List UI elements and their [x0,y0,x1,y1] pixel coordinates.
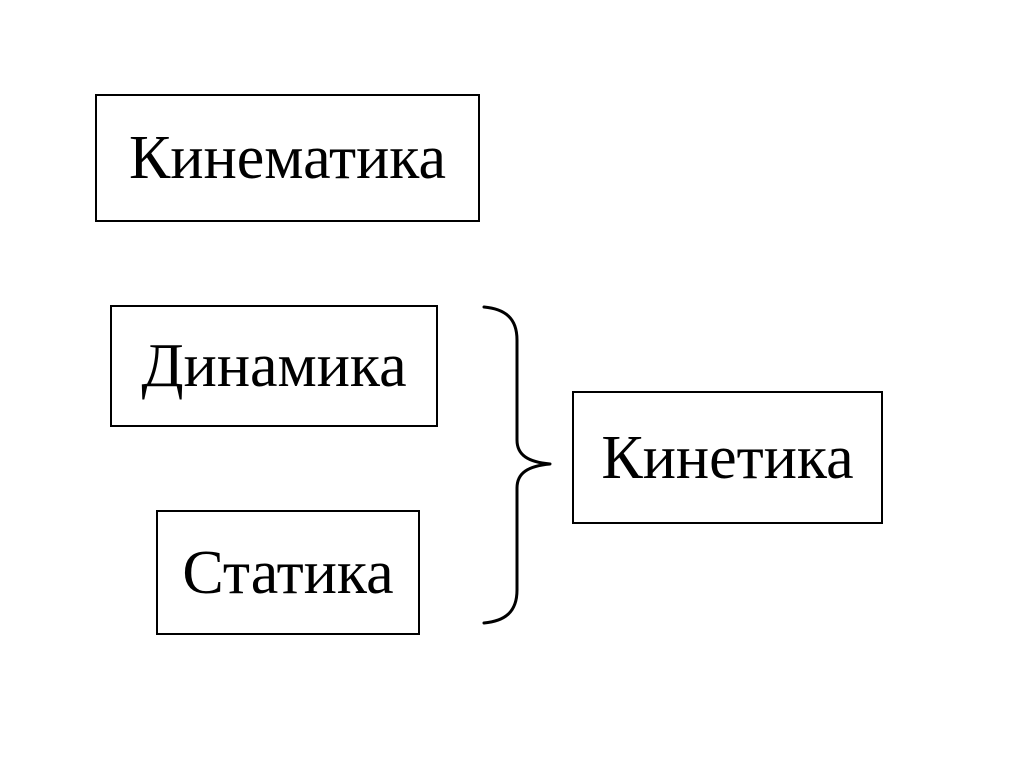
dynamics-box: Динамика [110,305,438,427]
statics-label: Статика [182,538,394,607]
dynamics-label: Динамика [141,332,407,400]
statics-box: Статика [156,510,420,635]
kinematics-box: Кинематика [95,94,480,222]
right-curly-brace [482,305,552,625]
kinematics-label: Кинематика [129,124,446,192]
kinetics-label: Кинетика [601,423,854,492]
kinetics-box: Кинетика [572,391,883,524]
